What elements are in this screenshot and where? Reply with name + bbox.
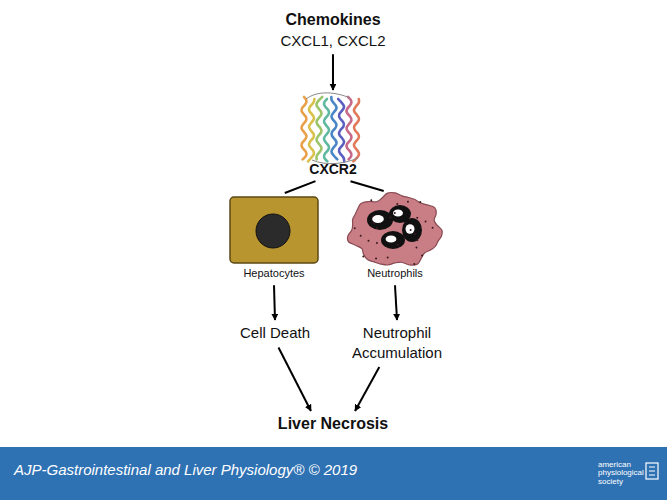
- society-logo: [646, 463, 658, 479]
- node-label: Liver Necrosis: [278, 414, 388, 435]
- receptor-node: CXCR2: [298, 92, 368, 178]
- result-text: Liver Necrosis: [278, 414, 388, 435]
- node-label: CXCR2: [298, 160, 368, 178]
- society-name: american physiological society: [598, 461, 644, 486]
- node-label: Cell Death: [240, 323, 310, 343]
- outcome-text: Cell Death: [240, 323, 310, 343]
- connector-line: [285, 181, 316, 193]
- arrow: [332, 54, 334, 90]
- chemokine-heading: ChemokinesCXCL1, CXCL2: [280, 10, 385, 50]
- journal-footer: AJP-Gastrointestinal and Liver Physiolog…: [14, 462, 357, 478]
- node-label: Neutrophils: [348, 266, 442, 280]
- receptor-protein: [301, 93, 359, 164]
- node-label: Chemokines: [280, 10, 385, 31]
- outcome-text: Neutrophil Accumulation: [338, 323, 456, 362]
- arrow: [278, 348, 310, 412]
- neutrophil-cell: [347, 193, 442, 266]
- hepatocyte-cell: [230, 197, 318, 263]
- node-subtext: CXCL1, CXCL2: [280, 31, 385, 51]
- arrow: [355, 367, 379, 411]
- hepatocyte-node: Hepatocytes: [229, 196, 319, 280]
- neutrophil-node: Neutrophils: [348, 194, 442, 280]
- connector-line: [351, 181, 384, 191]
- arrow: [395, 285, 397, 320]
- node-label: Hepatocytes: [229, 266, 319, 280]
- footer-bar: [0, 447, 667, 500]
- arrow: [273, 285, 276, 320]
- node-label: Neutrophil Accumulation: [338, 323, 456, 362]
